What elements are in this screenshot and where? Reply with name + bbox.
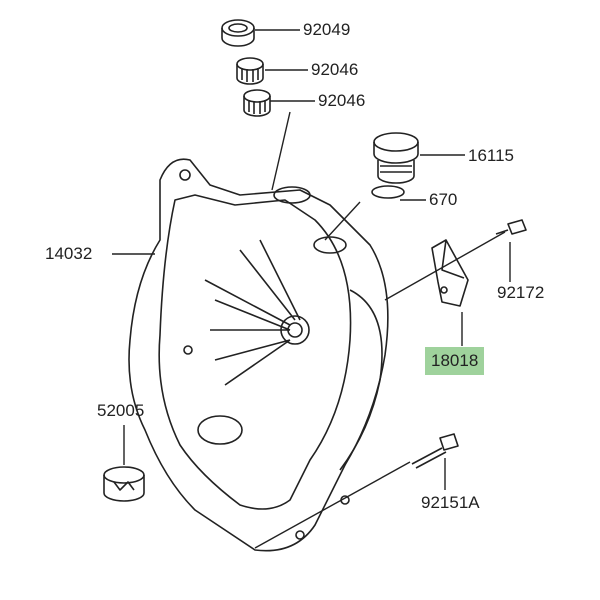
part-label-92049[interactable]: 92049: [303, 20, 351, 39]
part-label-92046-b[interactable]: 92046: [318, 91, 366, 110]
part-label-18018-highlighted[interactable]: 18018: [425, 347, 485, 375]
part-label-92046-a[interactable]: 92046: [311, 60, 359, 79]
needle-bearing-92046-b: [243, 89, 271, 117]
part-18018: [431, 239, 469, 307]
part-label-670[interactable]: 670: [429, 190, 458, 209]
bolt-92151a: [411, 433, 459, 469]
part-label-52005[interactable]: 52005: [97, 401, 145, 420]
needle-bearing-92046-a: [236, 57, 264, 85]
cap-52005: [103, 466, 145, 502]
part-label-16115[interactable]: 16115: [468, 146, 515, 165]
clutch-cover-14032: [128, 158, 389, 552]
part-label-14032[interactable]: 14032: [45, 244, 93, 263]
leader-lines: [112, 29, 511, 549]
bolt-92172: [495, 219, 527, 235]
o-ring-670: [371, 185, 405, 199]
oil-seal-92049: [221, 19, 255, 47]
part-label-92151a[interactable]: 92151A: [421, 493, 480, 512]
part-label-92172[interactable]: 92172: [497, 283, 545, 302]
filler-plug-16115: [373, 132, 419, 184]
